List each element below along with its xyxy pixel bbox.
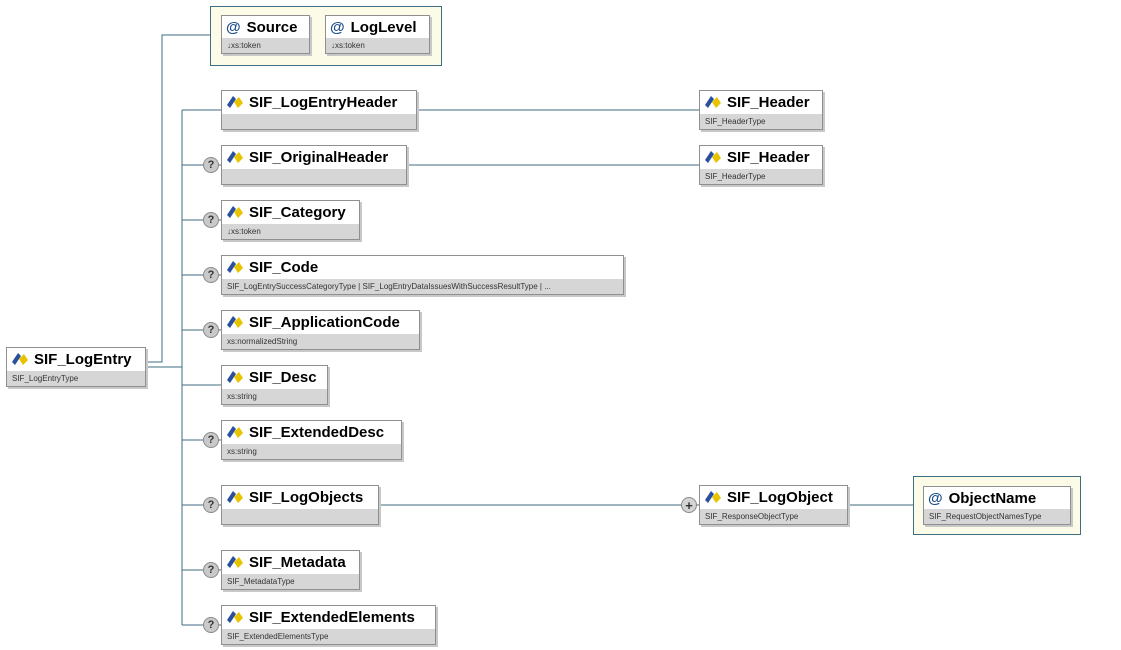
attribute-icon: @ <box>928 489 943 507</box>
element-icon <box>705 491 721 503</box>
element-sif-desc[interactable]: SIF_Desc xs:string <box>221 365 328 405</box>
attribute-icon: @ <box>330 18 345 36</box>
optional-marker: ? <box>203 432 219 448</box>
element-type: ↓xs:token <box>222 224 359 239</box>
element-icon <box>227 206 243 218</box>
element-sif-applicationcode[interactable]: SIF_ApplicationCode xs:normalizedString <box>221 310 420 350</box>
optional-marker: ? <box>203 562 219 578</box>
attribute-type: SIF_RequestObjectNamesType <box>924 509 1070 524</box>
attribute-type: ↓xs:token <box>222 38 309 53</box>
element-sif-extendeddesc[interactable]: SIF_ExtendedDesc xs:string <box>221 420 402 460</box>
optional-marker: ? <box>203 212 219 228</box>
element-type: SIF_ExtendedElementsType <box>222 629 435 644</box>
element-type: xs:string <box>222 389 327 404</box>
element-sif-header-2[interactable]: SIF_Header SIF_HeaderType <box>699 145 823 185</box>
element-type: SIF_LogEntrySuccessCategoryType | SIF_Lo… <box>222 279 623 294</box>
element-sif-category[interactable]: SIF_Category ↓xs:token <box>221 200 360 240</box>
element-icon <box>227 151 243 163</box>
element-name: SIF_LogEntryHeader <box>249 93 398 111</box>
optional-marker: ? <box>203 617 219 633</box>
optional-marker: ? <box>203 497 219 513</box>
element-icon <box>227 316 243 328</box>
element-type: SIF_ResponseObjectType <box>700 509 847 524</box>
element-sif-header-1[interactable]: SIF_Header SIF_HeaderType <box>699 90 823 130</box>
element-name: SIF_ExtendedElements <box>249 608 415 626</box>
element-name: SIF_LogObjects <box>249 488 364 506</box>
element-name: SIF_Header <box>727 148 810 166</box>
element-icon <box>705 96 721 108</box>
element-type: SIF_LogEntryType <box>7 371 145 386</box>
element-type: xs:string <box>222 444 401 459</box>
optional-marker: ? <box>203 267 219 283</box>
element-icon <box>12 353 28 365</box>
element-name: SIF_LogEntry <box>34 350 132 368</box>
element-name: SIF_Category <box>249 203 346 221</box>
element-name: SIF_ExtendedDesc <box>249 423 385 441</box>
element-type <box>222 509 378 524</box>
element-icon <box>227 426 243 438</box>
element-sif-logobjects[interactable]: SIF_LogObjects <box>221 485 379 525</box>
element-icon <box>227 491 243 503</box>
element-type: SIF_HeaderType <box>700 114 822 129</box>
element-type: SIF_MetadataType <box>222 574 359 589</box>
attribute-name: Source <box>246 18 298 36</box>
optional-marker: ? <box>203 157 219 173</box>
element-name: SIF_Header <box>727 93 810 111</box>
element-name: SIF_LogObject <box>727 488 833 506</box>
element-type <box>222 169 406 184</box>
root-element-sif-logentry[interactable]: SIF_LogEntry SIF_LogEntryType <box>6 347 146 387</box>
attribute-objectname[interactable]: @ ObjectName SIF_RequestObjectNamesType <box>923 486 1071 525</box>
expand-button[interactable]: + <box>681 497 697 513</box>
element-type <box>222 114 416 129</box>
element-name: SIF_Code <box>249 258 319 276</box>
element-icon <box>705 151 721 163</box>
element-icon <box>227 371 243 383</box>
element-icon <box>227 611 243 623</box>
attribute-name: LogLevel <box>350 18 417 36</box>
attribute-source[interactable]: @ Source ↓xs:token <box>221 15 310 54</box>
element-type: xs:normalizedString <box>222 334 419 349</box>
element-icon <box>227 261 243 273</box>
optional-marker: ? <box>203 322 219 338</box>
attribute-type: ↓xs:token <box>326 38 429 53</box>
connector-root-attributes <box>147 34 210 363</box>
element-icon <box>227 556 243 568</box>
element-sif-originalheader[interactable]: SIF_OriginalHeader <box>221 145 407 185</box>
element-sif-metadata[interactable]: SIF_Metadata SIF_MetadataType <box>221 550 360 590</box>
element-sif-logobject[interactable]: SIF_LogObject SIF_ResponseObjectType <box>699 485 848 525</box>
objectname-attribute-group: @ ObjectName SIF_RequestObjectNamesType <box>913 476 1081 535</box>
attribute-loglevel[interactable]: @ LogLevel ↓xs:token <box>325 15 430 54</box>
element-name: SIF_OriginalHeader <box>249 148 389 166</box>
element-sif-code[interactable]: SIF_Code SIF_LogEntrySuccessCategoryType… <box>221 255 624 295</box>
element-icon <box>227 96 243 108</box>
attribute-name: ObjectName <box>948 489 1037 507</box>
attributes-group: @ Source ↓xs:token @ LogLevel ↓xs:token <box>210 6 442 66</box>
element-name: SIF_ApplicationCode <box>249 313 400 331</box>
element-type: SIF_HeaderType <box>700 169 822 184</box>
element-sif-extendedelements[interactable]: SIF_ExtendedElements SIF_ExtendedElement… <box>221 605 436 645</box>
attribute-icon: @ <box>226 18 241 36</box>
element-sif-logentryheader[interactable]: SIF_LogEntryHeader <box>221 90 417 130</box>
element-name: SIF_Metadata <box>249 553 346 571</box>
element-name: SIF_Desc <box>249 368 317 386</box>
